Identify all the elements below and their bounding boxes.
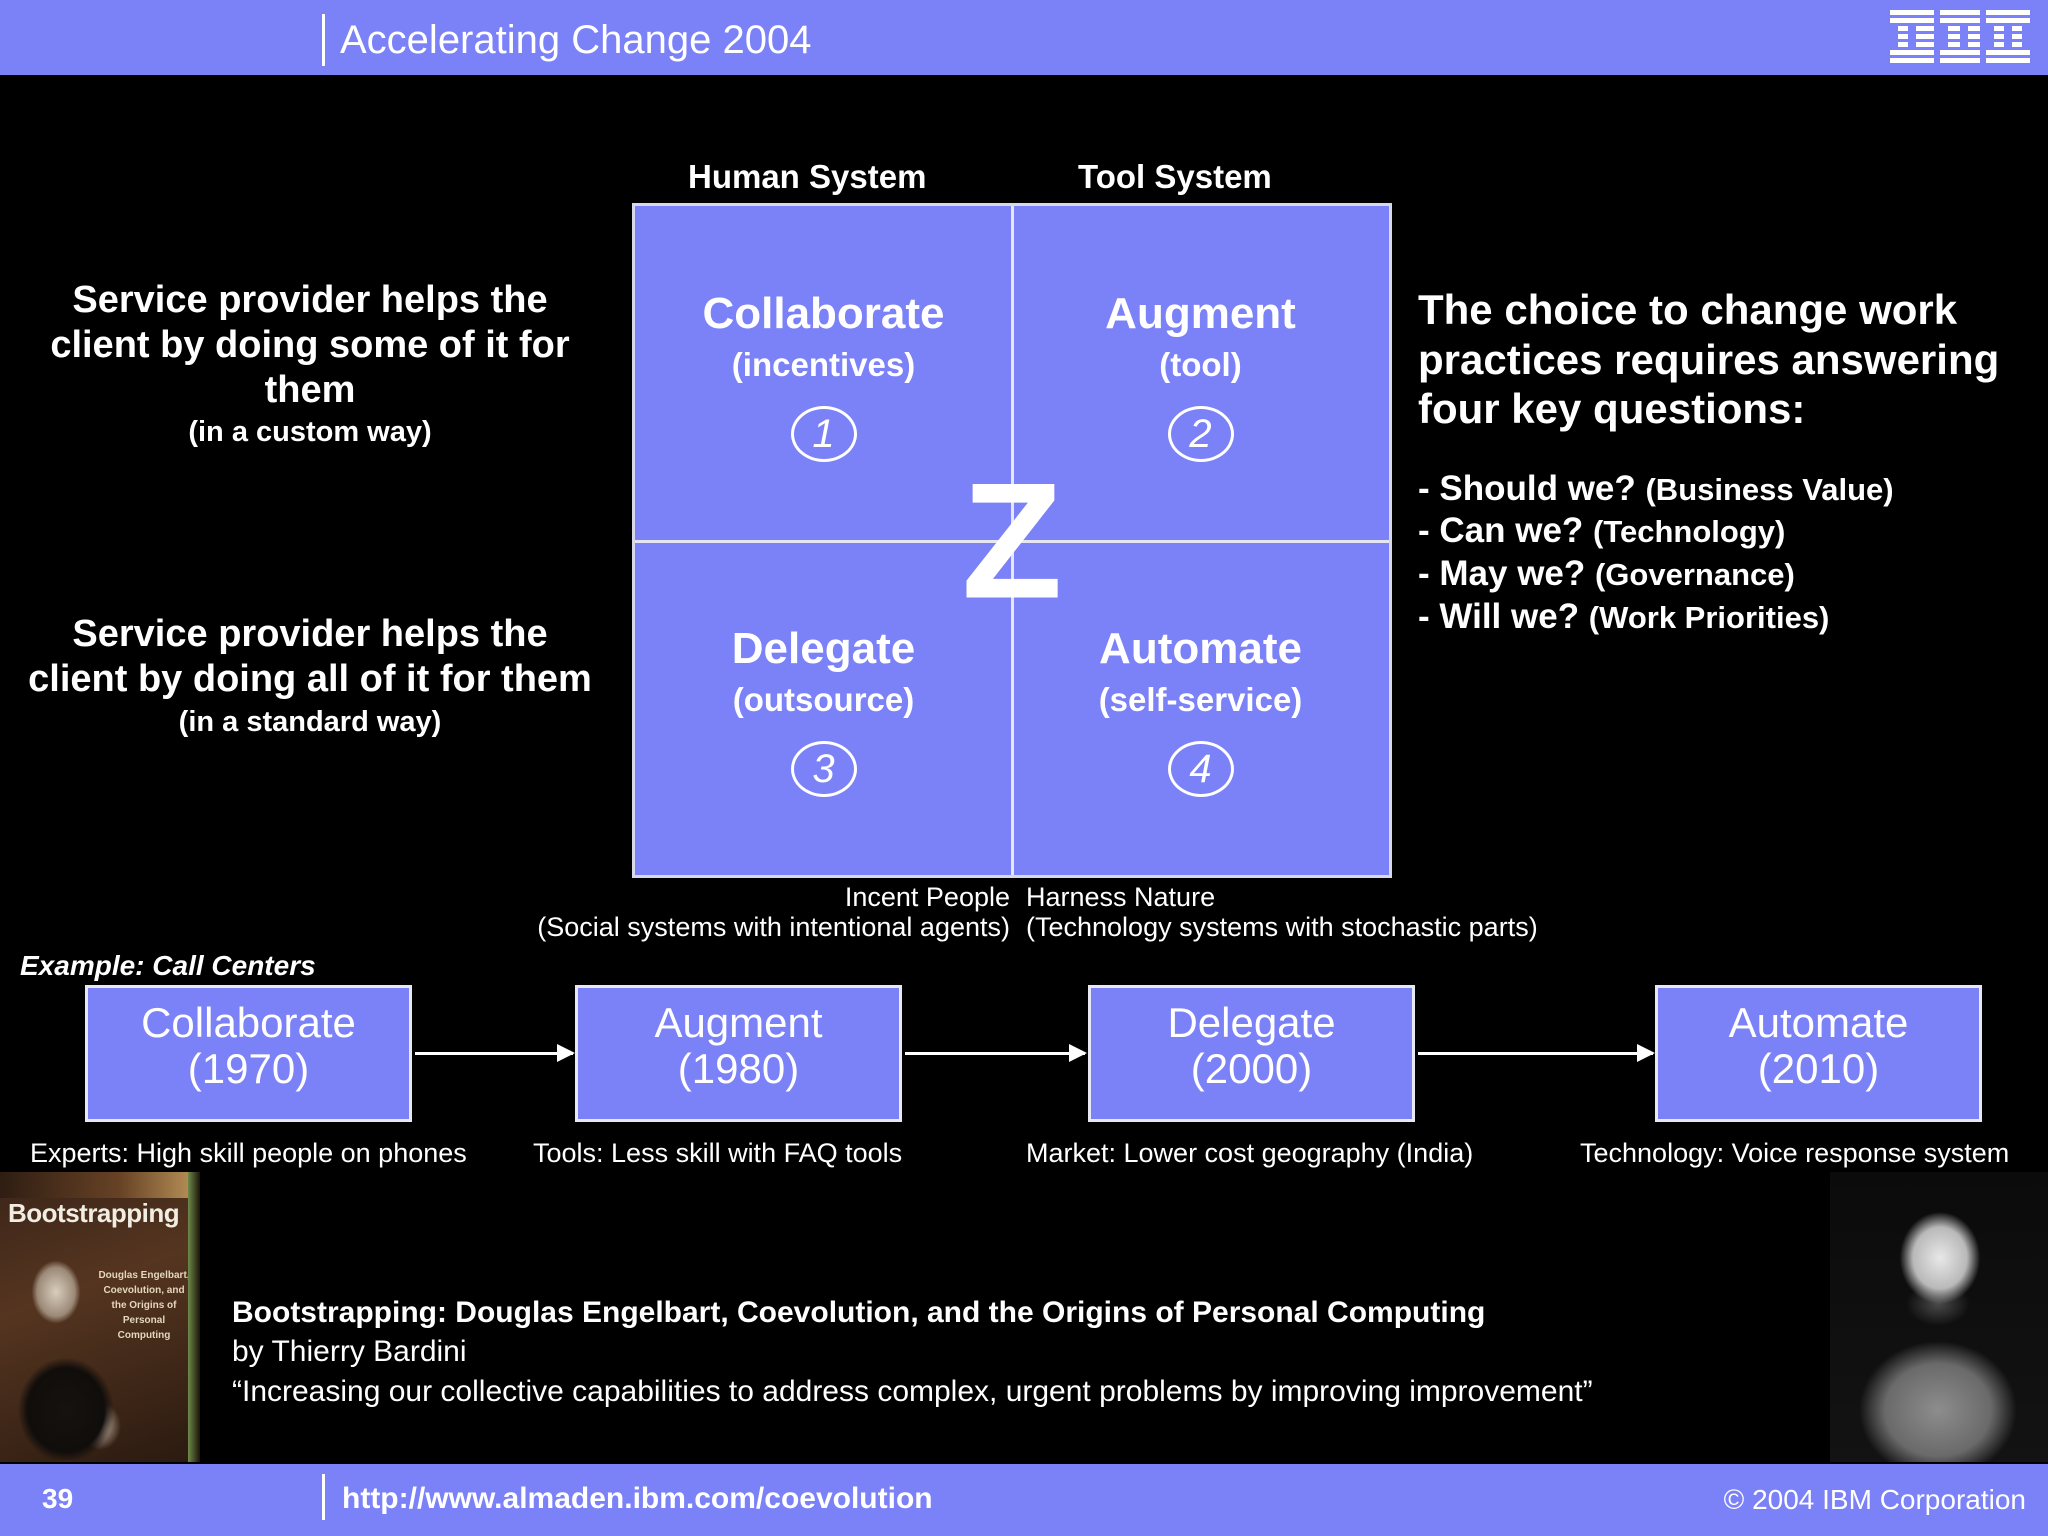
quadrant-title: Augment	[1105, 289, 1296, 338]
book-cover-image: Bootstrapping Douglas Engelbart, Coevolu…	[0, 1172, 200, 1462]
key-question-category: (Business Value)	[1645, 471, 1894, 507]
matrix-horizontal-divider	[635, 539, 1389, 543]
matrix-caption-left: Incent People (Social systems with inten…	[490, 882, 1010, 942]
quadrant-subtitle: (incentives)	[731, 346, 916, 383]
book-cover-spine	[188, 1172, 200, 1462]
flow-arrow-icon	[415, 1044, 575, 1062]
author-photo	[1830, 1172, 2048, 1462]
key-question-text: - May we?	[1418, 554, 1595, 594]
quadrant-title: Collaborate	[702, 289, 945, 338]
left-text-note: (in a custom way)	[188, 416, 432, 449]
matrix-quadrant-collaborate[interactable]: Collaborate (incentives) 1	[635, 206, 1012, 541]
flow-step-augment[interactable]: Augment (1980)	[575, 985, 902, 1122]
flow-step-delegate[interactable]: Delegate (2000)	[1088, 985, 1415, 1122]
left-text-note: (in a standard way)	[178, 705, 442, 738]
flow-arrow-icon	[1418, 1044, 1655, 1062]
quadrant-subtitle: (outsource)	[732, 680, 915, 718]
quadrant-title: Delegate	[731, 623, 916, 673]
book-author: by Thierry Bardini	[232, 1334, 467, 1368]
key-question-text: - Can we?	[1418, 511, 1594, 551]
book-reference-block: Bootstrapping: Douglas Engelbart, Coevol…	[232, 1294, 1832, 1413]
key-question-item: - May we? (Governance)	[1418, 553, 2048, 596]
quadrant-subtitle: (tool)	[1159, 346, 1242, 383]
example-label: Example: Call Centers	[20, 950, 316, 981]
flow-step-year: (2010)	[1757, 1045, 1880, 1093]
matrix-caption-right-line1: Harness Nature	[1026, 882, 1216, 912]
right-text-block: The choice to change work practices requ…	[1418, 285, 2048, 638]
left-text-main: Service provider helps the client by doi…	[50, 279, 570, 411]
flow-step-collaborate[interactable]: Collaborate (1970)	[85, 985, 412, 1122]
right-heading: The choice to change work practices requ…	[1418, 286, 2000, 433]
quadrant-title: Automate	[1099, 623, 1302, 673]
book-title: Bootstrapping: Douglas Engelbart, Coevol…	[232, 1296, 1486, 1329]
matrix-caption-left-line1: Incent People	[844, 882, 1010, 912]
matrix-quadrant-automate[interactable]: Automate (self-service) 4	[1012, 541, 1389, 876]
book-cover-band	[0, 1172, 200, 1198]
book-cover-title: Bootstrapping	[8, 1198, 180, 1228]
matrix-column-header-human: Human System	[688, 158, 927, 195]
matrix-quadrant-delegate[interactable]: Delegate (outsource) 3	[635, 541, 1012, 876]
flow-step-year: (2000)	[1190, 1045, 1313, 1093]
key-questions-list: - Should we? (Business Value) - Can we? …	[1418, 468, 2048, 639]
flow-step-title: Collaborate	[141, 999, 356, 1046]
header-divider	[322, 14, 325, 66]
quadrant-subtitle: (self-service)	[1098, 680, 1303, 718]
flow-step-title: Delegate	[1167, 999, 1336, 1046]
page-number: 39	[42, 1483, 74, 1514]
copyright-notice: © 2004 IBM Corporation	[1723, 1484, 2026, 1515]
key-question-text: - Will we?	[1418, 596, 1589, 636]
flow-step-caption: Technology: Voice response system	[1580, 1138, 2010, 1168]
matrix-caption-left-line2: (Social systems with intentional agents)	[537, 911, 1010, 942]
key-question-item: - Can we? (Technology)	[1418, 510, 2048, 553]
flow-step-year: (1970)	[187, 1045, 310, 1093]
quadrant-number-badge: 4	[1167, 740, 1234, 797]
matrix-column-header-tool: Tool System	[1078, 158, 1272, 195]
quadrant-number-badge: 1	[790, 406, 857, 462]
footer-divider	[322, 1474, 325, 1520]
left-text-main: Service provider helps the client by doi…	[28, 613, 592, 700]
flow-step-caption: Tools: Less skill with FAQ tools	[533, 1138, 903, 1168]
quadrant-number-badge: 3	[790, 740, 857, 797]
matrix-caption-right: Harness Nature (Technology systems with …	[1026, 882, 1626, 942]
flow-arrow-icon	[905, 1044, 1087, 1062]
two-by-two-matrix: Collaborate (incentives) 1 Augment (tool…	[632, 203, 1392, 878]
book-quote: “Increasing our collective capabilities …	[232, 1375, 1593, 1408]
key-question-category: (Work Priorities)	[1588, 599, 1830, 635]
flow-step-year: (1980)	[677, 1045, 800, 1093]
key-question-item: - Will we? (Work Priorities)	[1418, 596, 2048, 639]
flow-step-caption: Experts: High skill people on phones	[30, 1138, 467, 1168]
key-question-item: - Should we? (Business Value)	[1418, 468, 2048, 511]
slide-header: Accelerating Change 2004	[0, 0, 2048, 75]
quadrant-number-badge: 2	[1167, 406, 1234, 462]
key-question-text: - Should we?	[1418, 468, 1646, 508]
ibm-logo-icon	[1890, 10, 2030, 63]
page-title: Accelerating Change 2004	[340, 18, 812, 62]
key-question-category: (Technology)	[1593, 514, 1786, 550]
matrix-quadrant-augment[interactable]: Augment (tool) 2	[1012, 206, 1389, 541]
left-text-block-standard: Service provider helps the client by doi…	[20, 612, 600, 739]
left-text-block-custom: Service provider helps the client by doi…	[20, 278, 600, 449]
flow-step-title: Automate	[1728, 999, 1909, 1046]
key-question-category: (Governance)	[1594, 557, 1795, 593]
flow-step-automate[interactable]: Automate (2010)	[1655, 985, 1982, 1122]
footer-url-link[interactable]: http://www.almaden.ibm.com/coevolution	[342, 1482, 933, 1515]
slide-footer: 39 http://www.almaden.ibm.com/coevolutio…	[0, 1464, 2048, 1536]
book-cover-portrait	[4, 1240, 132, 1460]
flow-step-caption: Market: Lower cost geography (India)	[1026, 1138, 1474, 1168]
book-cover-subtitle: Douglas Engelbart, Coevolution, and the …	[98, 1270, 190, 1341]
matrix-caption-right-line2: (Technology systems with stochastic part…	[1026, 911, 1538, 942]
flow-step-title: Augment	[654, 999, 823, 1046]
